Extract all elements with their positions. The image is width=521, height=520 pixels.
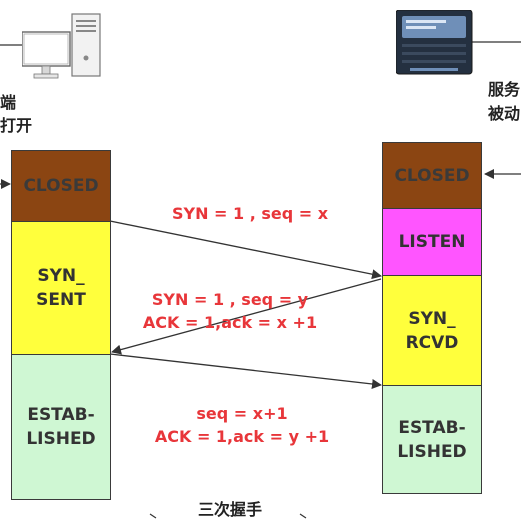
client-state-established: ESTAB- LISHED [11,354,111,500]
arrow-syn-ack [111,278,382,355]
client-computer-icon [22,13,101,79]
arrow-ack [109,353,382,389]
client-state-syn-sent: SYN_ SENT [11,221,111,355]
server-state-closed: CLOSED [382,142,482,209]
client-label-line1: 端 [0,93,17,112]
message-ack-line1: seq = x+1 [196,404,288,423]
server-label-line1: 服务 [488,80,521,99]
message-syn-ack-line2: ACK = 1,ack = x +1 [142,313,318,332]
message-ack-line2: ACK = 1,ack = y +1 [154,427,330,446]
client-state-closed: CLOSED [11,150,111,222]
message-syn-ack-line1: SYN = 1 , seq = y [151,290,309,309]
server-label-line2: 被动 [488,104,521,123]
arrow-syn [109,220,382,280]
diagram-caption: 三次握手 [197,500,262,519]
server-state-syn-rcvd: SYN_ RCVD [382,275,482,386]
server-state-listen: LISTEN [382,208,482,276]
client-label-line2: 打开 [0,116,33,135]
server-state-established: ESTAB- LISHED [382,385,482,494]
message-syn: SYN = 1 , seq = x [171,204,329,223]
caption-bracket-marks [149,513,307,519]
server-icon [396,10,473,75]
